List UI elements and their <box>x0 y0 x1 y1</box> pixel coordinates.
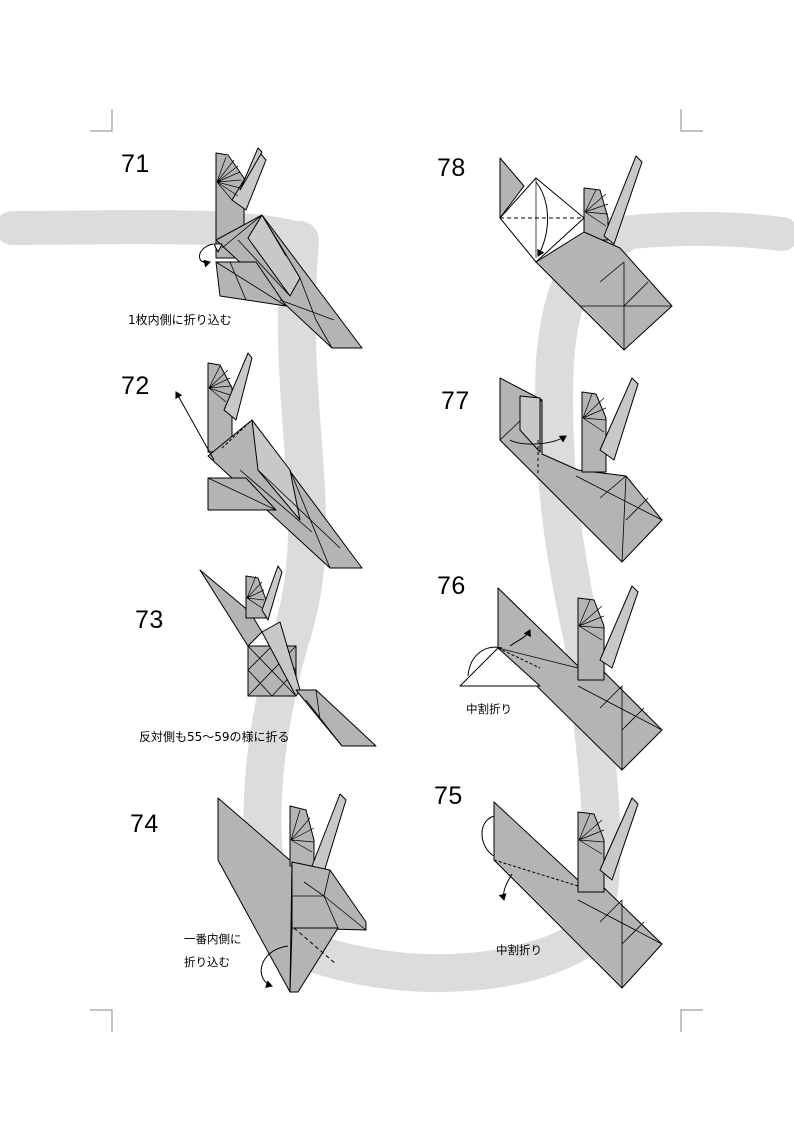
step-number: 72 <box>121 372 150 400</box>
step-number: 74 <box>130 810 159 838</box>
step-number: 78 <box>437 154 466 182</box>
step-74-caption-line2: 折り込む <box>184 955 230 969</box>
step-73-figure <box>199 565 377 747</box>
step-73-caption: 反対側も55～59の様に折る <box>139 730 290 744</box>
step-72-figure <box>175 352 363 569</box>
step-76-figure <box>459 585 663 771</box>
step-number: 77 <box>441 387 470 415</box>
step-75-figure <box>481 797 663 989</box>
step-76-caption: 中割折り <box>466 702 512 716</box>
step-75-caption: 中割折り <box>496 943 542 957</box>
step-77-figure <box>499 377 663 563</box>
step-74-figure <box>217 793 367 993</box>
sequence-guide-path <box>0 210 794 993</box>
step-number: 76 <box>437 572 466 600</box>
step-number: 71 <box>121 150 150 178</box>
step-number: 73 <box>135 606 164 634</box>
step-74-caption-line1: 一番内側に <box>184 932 242 946</box>
crop-marks <box>90 109 703 1032</box>
step-71-caption: 1枚内側に折り込む <box>128 313 232 327</box>
step-number: 75 <box>434 782 463 810</box>
step-71-figure <box>199 147 363 349</box>
step-78-figure <box>499 155 673 351</box>
